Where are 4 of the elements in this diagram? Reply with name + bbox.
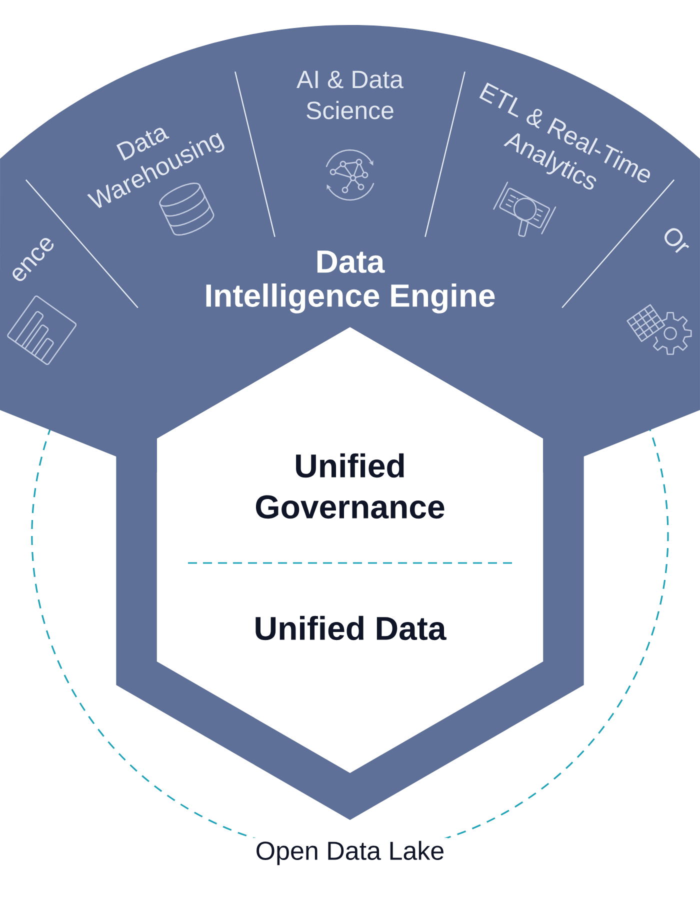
- node-label: Unified Data: [256, 616, 446, 640]
- segment-label: AI & Data Science: [296, 70, 404, 120]
- node-label: Open Data Lake: [256, 840, 444, 866]
- segment-label: Or: [664, 228, 690, 254]
